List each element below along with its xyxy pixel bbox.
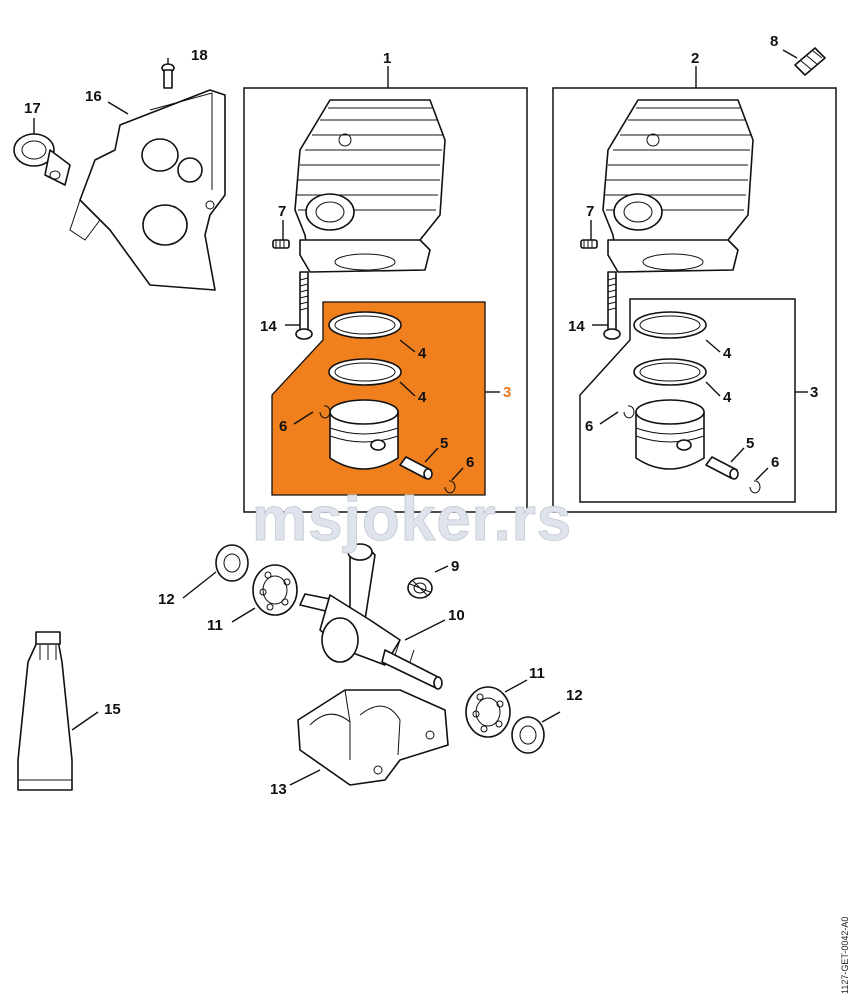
cylinder-part-1[interactable] [294,99,446,273]
callout-3-left[interactable]: 3 [503,384,511,401]
cylinder-screw-left[interactable] [295,271,313,340]
part-16-shroud[interactable] [69,89,226,291]
bearing-upper[interactable] [252,564,298,616]
piston-kit-outline-right[interactable] [579,298,796,503]
cylinder-assembly-box-2 [552,87,837,513]
callout-6-left-2: 6 [466,454,474,471]
callout-6-right-1: 6 [585,418,593,435]
callout-4-right-upper: 4 [723,345,732,362]
callout-5-left: 5 [440,435,448,452]
leader-lines [33,49,808,786]
piston-right[interactable] [635,399,705,470]
part-17-seal[interactable] [13,133,71,186]
callout-11-upper: 11 [207,617,223,634]
callout-8: 8 [770,33,778,50]
callout-14-right: 14 [568,318,585,335]
callout-6-right-2: 6 [771,454,779,471]
callout-7-left: 7 [278,203,286,220]
cylinder-assembly-box-1 [243,87,528,513]
callout-16: 16 [85,88,102,105]
callout-4-left-lower: 4 [418,389,427,406]
piston-ring-right-upper[interactable] [633,311,707,339]
callout-14-left: 14 [260,318,277,335]
piston-pin-left[interactable] [399,456,433,480]
cylinder-screw-right[interactable] [603,271,621,340]
callout-13: 13 [270,781,287,798]
piston-ring-right-lower[interactable] [633,358,707,386]
piston-left[interactable] [329,399,399,470]
callout-9: 9 [451,558,459,575]
circlip-right-1[interactable] [623,405,635,419]
circlip-right-2[interactable] [749,480,761,494]
part-8-fitting[interactable] [794,47,826,76]
callout-7-right: 7 [586,203,594,220]
circlip-left-1[interactable] [319,405,331,419]
callout-3-right: 3 [810,384,818,401]
piston-ring-left-lower[interactable] [328,358,402,386]
needle-cage[interactable] [407,577,433,599]
piston-kit-highlight-area[interactable] [271,301,486,496]
callout-11-lower: 11 [529,665,545,682]
callout-15: 15 [104,701,121,718]
decompression-valve-left[interactable] [272,239,290,249]
callout-18: 18 [191,47,208,64]
bearing-lower[interactable] [465,686,511,738]
decompression-valve-right[interactable] [580,239,598,249]
callout-5-right: 5 [746,435,754,452]
sealant-tube[interactable] [17,631,73,791]
oil-seal-upper[interactable] [215,544,249,582]
callout-2: 2 [691,50,699,67]
callout-12-lower: 12 [566,687,583,704]
crankshaft[interactable] [299,543,443,690]
oil-seal-lower[interactable] [511,716,545,754]
callout-4-right-lower: 4 [723,389,732,406]
piston-pin-right[interactable] [705,456,739,480]
callout-6-left-1: 6 [279,418,287,435]
callout-12-upper: 12 [158,591,175,608]
circlip-left-2[interactable] [444,480,456,494]
callout-1: 1 [383,50,391,67]
piston-ring-left-upper[interactable] [328,311,402,339]
callout-10: 10 [448,607,465,624]
callout-17: 17 [24,100,41,117]
watermark-text: msjoker.rs [252,485,572,554]
crankcase[interactable] [297,689,449,786]
cylinder-part-2[interactable] [602,99,754,273]
part-18-screw[interactable] [161,63,175,89]
callout-4-left-upper: 4 [418,345,427,362]
document-id: 1127-GET-0042-A0 [840,917,850,994]
